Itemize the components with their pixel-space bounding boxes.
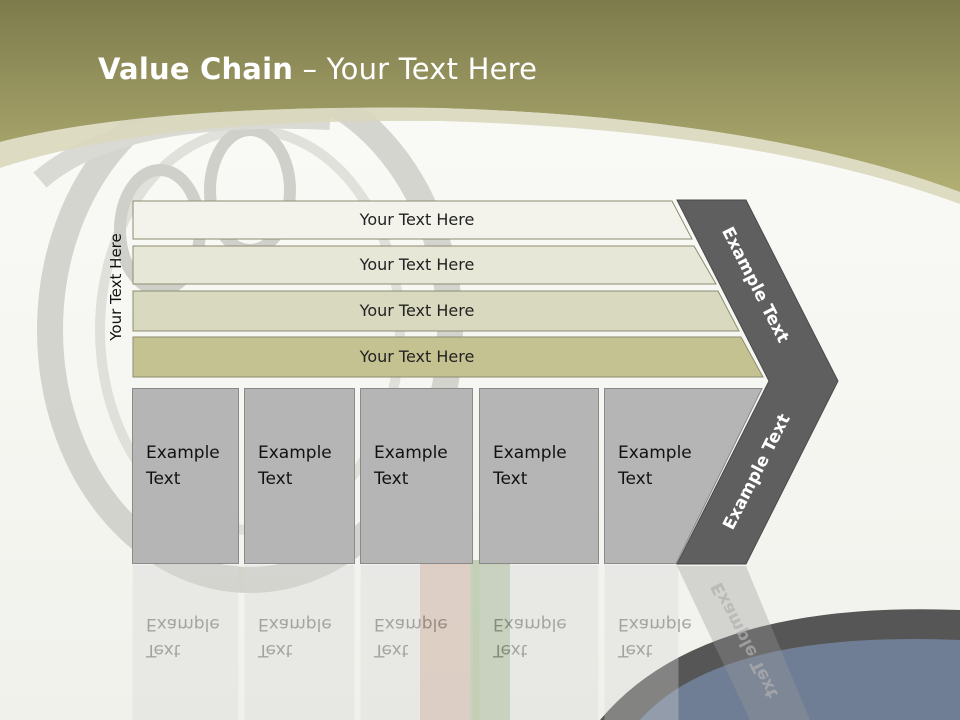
support-bar-4-label: Your Text Here: [359, 347, 475, 366]
film-strip-decoration: [420, 560, 960, 720]
activity-column-1-reflection: Text Example: [132, 565, 240, 720]
activity-column-2-reflection: Text Example: [244, 565, 356, 720]
title-rest: – Your Text Here: [293, 52, 538, 86]
activity-column-5-line2: Text: [618, 469, 653, 489]
slide-title: Value Chain – Your Text Here: [98, 52, 537, 86]
support-bar-2-label: Your Text Here: [359, 255, 475, 274]
vertical-label: Your Text Here: [107, 233, 125, 341]
activity-column-3-line1: Example: [374, 443, 448, 463]
reflection-4-line1: Example: [493, 614, 567, 634]
reflection-1-text: Text Example: [146, 611, 246, 663]
activity-column-2-line2: Text: [258, 469, 293, 489]
support-bar-2: Your Text Here: [132, 245, 717, 285]
reflection-1-line2: Text: [146, 640, 181, 660]
reflection-3-line1: Example: [374, 614, 448, 634]
support-bar-4: Your Text Here: [132, 336, 764, 378]
support-bar-4-shape: [132, 336, 764, 378]
title-bold: Value Chain: [98, 52, 294, 86]
value-chain-chevron: [676, 199, 839, 565]
support-bar-1: Your Text Here: [132, 200, 693, 240]
support-bar-3-label: Your Text Here: [359, 301, 475, 320]
reflection-2-text: Text Example: [258, 611, 358, 663]
header-band: [0, 0, 960, 192]
reflection-2-line1: Example: [258, 614, 332, 634]
activity-column-4-line2: Text: [493, 469, 528, 489]
activity-column-4-line1: Example: [493, 443, 567, 463]
reflection-2-line2: Text: [258, 640, 293, 660]
activity-column-3-reflection: Text Example: [360, 565, 474, 720]
activity-column-2-line1: Example: [258, 443, 332, 463]
support-bar-3-shape: [132, 290, 740, 332]
reflection-4-line2: Text: [493, 640, 528, 660]
activity-column-5-line1: Example: [618, 443, 692, 463]
reflection-3-text: Text Example: [374, 611, 474, 663]
support-bar-2-shape: [132, 245, 717, 285]
reflection-4-text: Text Example: [493, 611, 593, 663]
chevron-reflection: [677, 566, 810, 720]
activity-column-1-line2: Text: [146, 469, 181, 489]
support-bar-1-shape: [132, 200, 693, 240]
activity-column-4-reflection: Text Example: [479, 565, 600, 720]
support-bar-3: Your Text Here: [132, 290, 740, 332]
reflection-1-line1: Example: [146, 614, 220, 634]
reflection-3-line2: Text: [374, 640, 409, 660]
support-bar-1-label: Your Text Here: [359, 210, 475, 229]
activity-column-1-line1: Example: [146, 443, 220, 463]
activity-column-3-line2: Text: [374, 469, 409, 489]
